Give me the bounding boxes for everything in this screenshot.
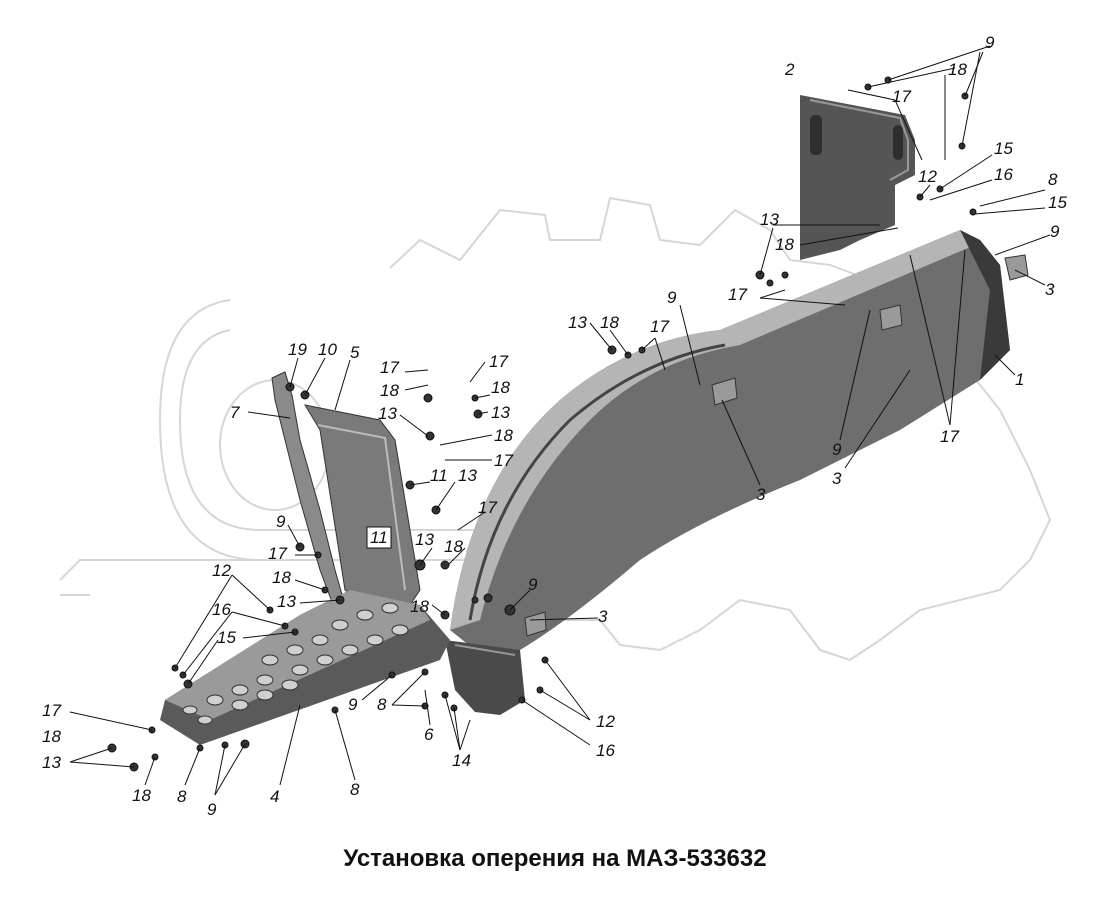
callout-label: 17 (489, 352, 508, 371)
callout-label: 15 (217, 628, 236, 647)
callout-label: 14 (452, 751, 471, 770)
callout-label: 3 (598, 607, 608, 626)
fender-main (445, 230, 1010, 715)
callout-label: 15 (994, 139, 1013, 158)
callout-label: 5 (350, 343, 360, 362)
callout-label: 18 (272, 568, 291, 587)
callout-label: 8 (1048, 170, 1058, 189)
callout-label: 13 (760, 210, 779, 229)
callout-label: 13 (277, 592, 296, 611)
callout-label: 9 (985, 33, 995, 52)
callout-label: 19 (288, 340, 307, 359)
callouts: 9 18 2 17 15 12 16 8 15 9 13 18 3 17 9 1… (42, 33, 1067, 819)
callout-label: 17 (42, 701, 61, 720)
callout-label: 6 (424, 725, 434, 744)
callout-label: 12 (918, 167, 937, 186)
callout-label: 13 (491, 403, 510, 422)
callout-label: 10 (318, 340, 337, 359)
callout-label: 3 (1045, 280, 1055, 299)
callout-label: 9 (207, 800, 217, 819)
callout-label: 18 (410, 597, 429, 616)
callout-label: 16 (212, 600, 231, 619)
leader-lines (69, 45, 1051, 796)
callout-label: 3 (832, 469, 842, 488)
diagram-title: Установка оперения на МАЗ-533632 (343, 845, 766, 872)
callout-label: 13 (458, 466, 477, 485)
callout-label: 11 (370, 528, 388, 547)
callout-label: 18 (494, 426, 513, 445)
callout-label: 9 (1050, 222, 1060, 241)
callout-label: 17 (478, 498, 497, 517)
callout-label: 18 (600, 313, 619, 332)
callout-label: 18 (491, 378, 510, 397)
callout-label: 8 (177, 787, 187, 806)
callout-label: 17 (268, 544, 287, 563)
callout-label: 7 (230, 403, 240, 422)
callout-label: 8 (350, 780, 360, 799)
mudguard-upper-plate (800, 95, 915, 260)
callout-label: 13 (415, 530, 434, 549)
callout-label: 13 (568, 313, 587, 332)
callout-label: 3 (756, 485, 766, 504)
callout-label: 16 (596, 741, 615, 760)
callout-label: 2 (784, 60, 795, 79)
callout-label: 17 (728, 285, 747, 304)
step-4 (160, 590, 450, 745)
callout-label: 9 (528, 575, 538, 594)
callout-label: 16 (994, 165, 1013, 184)
callout-label: 13 (378, 404, 397, 423)
callout-label: 11 (430, 466, 448, 485)
callout-label: 17 (494, 451, 513, 470)
callout-label: 18 (380, 381, 399, 400)
callout-label: 15 (1048, 193, 1067, 212)
callout-label: 13 (42, 753, 61, 772)
callout-label: 9 (667, 288, 677, 307)
callout-label: 9 (832, 440, 842, 459)
callout-label: 17 (650, 317, 669, 336)
callout-label: 1 (1015, 370, 1024, 389)
callout-label: 18 (444, 537, 463, 556)
callout-label: 18 (775, 235, 794, 254)
callout-label: 8 (377, 695, 387, 714)
callout-label: 18 (42, 727, 61, 746)
callout-label: 18 (132, 786, 151, 805)
callout-label: 9 (348, 695, 358, 714)
callout-label: 18 (948, 60, 967, 79)
callout-label: 12 (212, 561, 231, 580)
callout-label: 4 (270, 787, 279, 806)
callout-label: 12 (596, 712, 615, 731)
callout-label: 17 (940, 427, 959, 446)
callout-label: 17 (380, 358, 399, 377)
callout-label: 9 (276, 512, 286, 531)
callout-label: 17 (892, 87, 911, 106)
